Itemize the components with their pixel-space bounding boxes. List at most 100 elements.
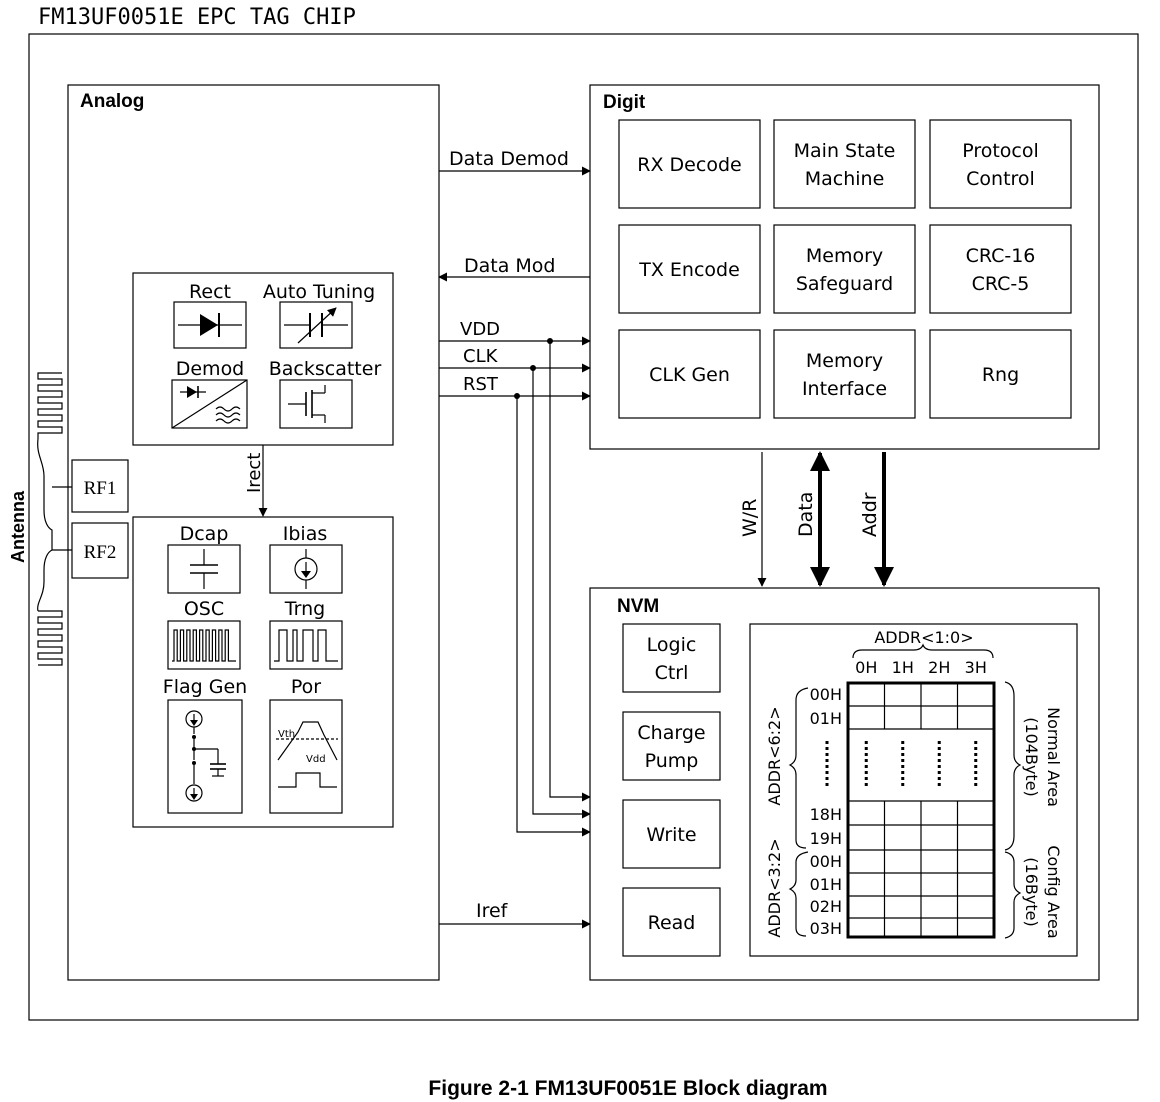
support-circuits-box: Dcap Ibias OSC Trng Flag Gen Por: [132, 516, 394, 828]
config-addr-label: ADDR<3:2>: [765, 838, 784, 937]
diode-icon: [173, 301, 247, 349]
clk-gen-label: CLK Gen: [649, 364, 730, 386]
row-label: 00H: [810, 852, 842, 871]
normal-addr-label: ADDR<6:2>: [765, 706, 784, 805]
rst-to-nvm-wire: [516, 396, 591, 837]
column-header: 3H: [965, 658, 987, 677]
data-bus-label: Data: [795, 492, 817, 537]
config-area-label: Config Area: [1044, 845, 1063, 938]
rst-signal-label: RST: [463, 374, 499, 395]
dcap-label: Dcap: [180, 523, 229, 545]
rf1-label: RF1: [84, 478, 117, 499]
osc-label: OSC: [184, 598, 224, 620]
main-state-machine-label: Main State: [794, 140, 896, 162]
column-headers: 0H 1H 2H 3H: [855, 658, 987, 677]
trng-label: Trng: [284, 598, 325, 620]
rf-frontend-box: Rect Auto Tuning Demod Backscatter: [132, 272, 394, 446]
data-mod-label: Data Mod: [464, 255, 555, 277]
flag-gen-label: Flag Gen: [163, 676, 247, 698]
vdd-label: Vdd: [306, 754, 326, 765]
capacitor-icon: [167, 544, 241, 594]
main-state-machine-label: Machine: [805, 168, 885, 190]
analog-digit-signals: Data Demod Data Mod VDD CLK RST Iref: [438, 148, 591, 929]
oscillator-waveform-icon: [167, 620, 241, 670]
crc-label: CRC-5: [972, 273, 1030, 295]
row-label: 00H: [810, 685, 842, 704]
addr-bus-label: Addr: [859, 492, 881, 537]
iref-label: Iref: [476, 900, 509, 922]
rx-decode-block: RX Decode: [618, 119, 761, 209]
rf2-label: RF2: [84, 542, 117, 563]
column-header: 2H: [928, 658, 950, 677]
clk-to-nvm-wire: [532, 368, 591, 819]
current-source-icon: [269, 544, 343, 594]
row-label: 18H: [810, 805, 842, 824]
protocol-control-label: Protocol: [962, 140, 1039, 162]
memory-interface-label: Memory: [806, 350, 883, 372]
nvm-title: NVM: [617, 596, 659, 617]
antenna-label: Antenna: [8, 490, 28, 563]
row-label: 19H: [810, 829, 842, 848]
column-header: 0H: [855, 658, 877, 677]
read-label: Read: [648, 912, 696, 934]
trng-waveform-icon: [269, 620, 343, 670]
normal-area-size: (104Byte): [1022, 717, 1041, 797]
backscatter-label: Backscatter: [269, 358, 382, 380]
write-block: Write: [622, 799, 721, 869]
data-demod-label: Data Demod: [449, 148, 569, 170]
demod-label: Demod: [176, 358, 245, 380]
logic-ctrl-label: Ctrl: [655, 662, 689, 684]
tx-encode-label: TX Encode: [638, 259, 740, 281]
por-waveform-icon: Vth Vdd: [269, 699, 343, 814]
charge-pump-label: Charge: [637, 722, 705, 744]
memory-safeguard-label: Memory: [806, 245, 883, 267]
row-label: 01H: [810, 875, 842, 894]
digit-nvm-buses: W/R Data Addr: [739, 451, 894, 587]
rf2-port: [71, 522, 129, 579]
por-label: Por: [291, 676, 321, 698]
write-label: Write: [646, 824, 696, 846]
rf1-port: [71, 459, 129, 513]
analog-title: Analog: [80, 91, 144, 112]
logic-ctrl-label: Logic: [647, 634, 697, 656]
memory-interface-label: Interface: [802, 378, 887, 400]
crc-label: CRC-16: [966, 245, 1036, 267]
demodulator-icon: [171, 379, 248, 429]
read-block: Read: [622, 887, 721, 957]
variable-capacitor-icon: [279, 301, 353, 349]
charge-pump-label: Pump: [645, 750, 699, 772]
auto-tuning-label: Auto Tuning: [263, 281, 375, 303]
transistor-icon: [279, 379, 353, 429]
flag-gen-circuit-icon: [167, 699, 243, 814]
protocol-control-label: Control: [966, 168, 1035, 190]
memory-grid: [825, 681, 996, 939]
clk-signal-label: CLK: [463, 346, 499, 367]
wr-label: W/R: [739, 499, 761, 537]
rx-decode-label: RX Decode: [637, 154, 741, 176]
irect-label: Irect: [244, 453, 265, 493]
column-header: 1H: [892, 658, 914, 677]
figure-caption: Figure 2-1 FM13UF0051E Block diagram: [428, 1077, 827, 1100]
row-label: 03H: [810, 919, 842, 938]
rng-label: Rng: [982, 364, 1019, 386]
memory-safeguard-label: Safeguard: [796, 273, 893, 295]
chip-title: FM13UF0051E EPC TAG CHIP: [38, 5, 356, 30]
row-label: 01H: [810, 709, 842, 728]
ibias-label: Ibias: [283, 523, 328, 545]
antenna: [37, 372, 72, 666]
clk-gen-block: CLK Gen: [618, 329, 761, 419]
normal-area-label: Normal Area: [1044, 707, 1063, 807]
rng-block: Rng: [929, 329, 1072, 419]
rect-label: Rect: [189, 281, 231, 303]
vdd-to-nvm-wire: [549, 341, 591, 802]
config-area-size: (16Byte): [1022, 857, 1041, 926]
